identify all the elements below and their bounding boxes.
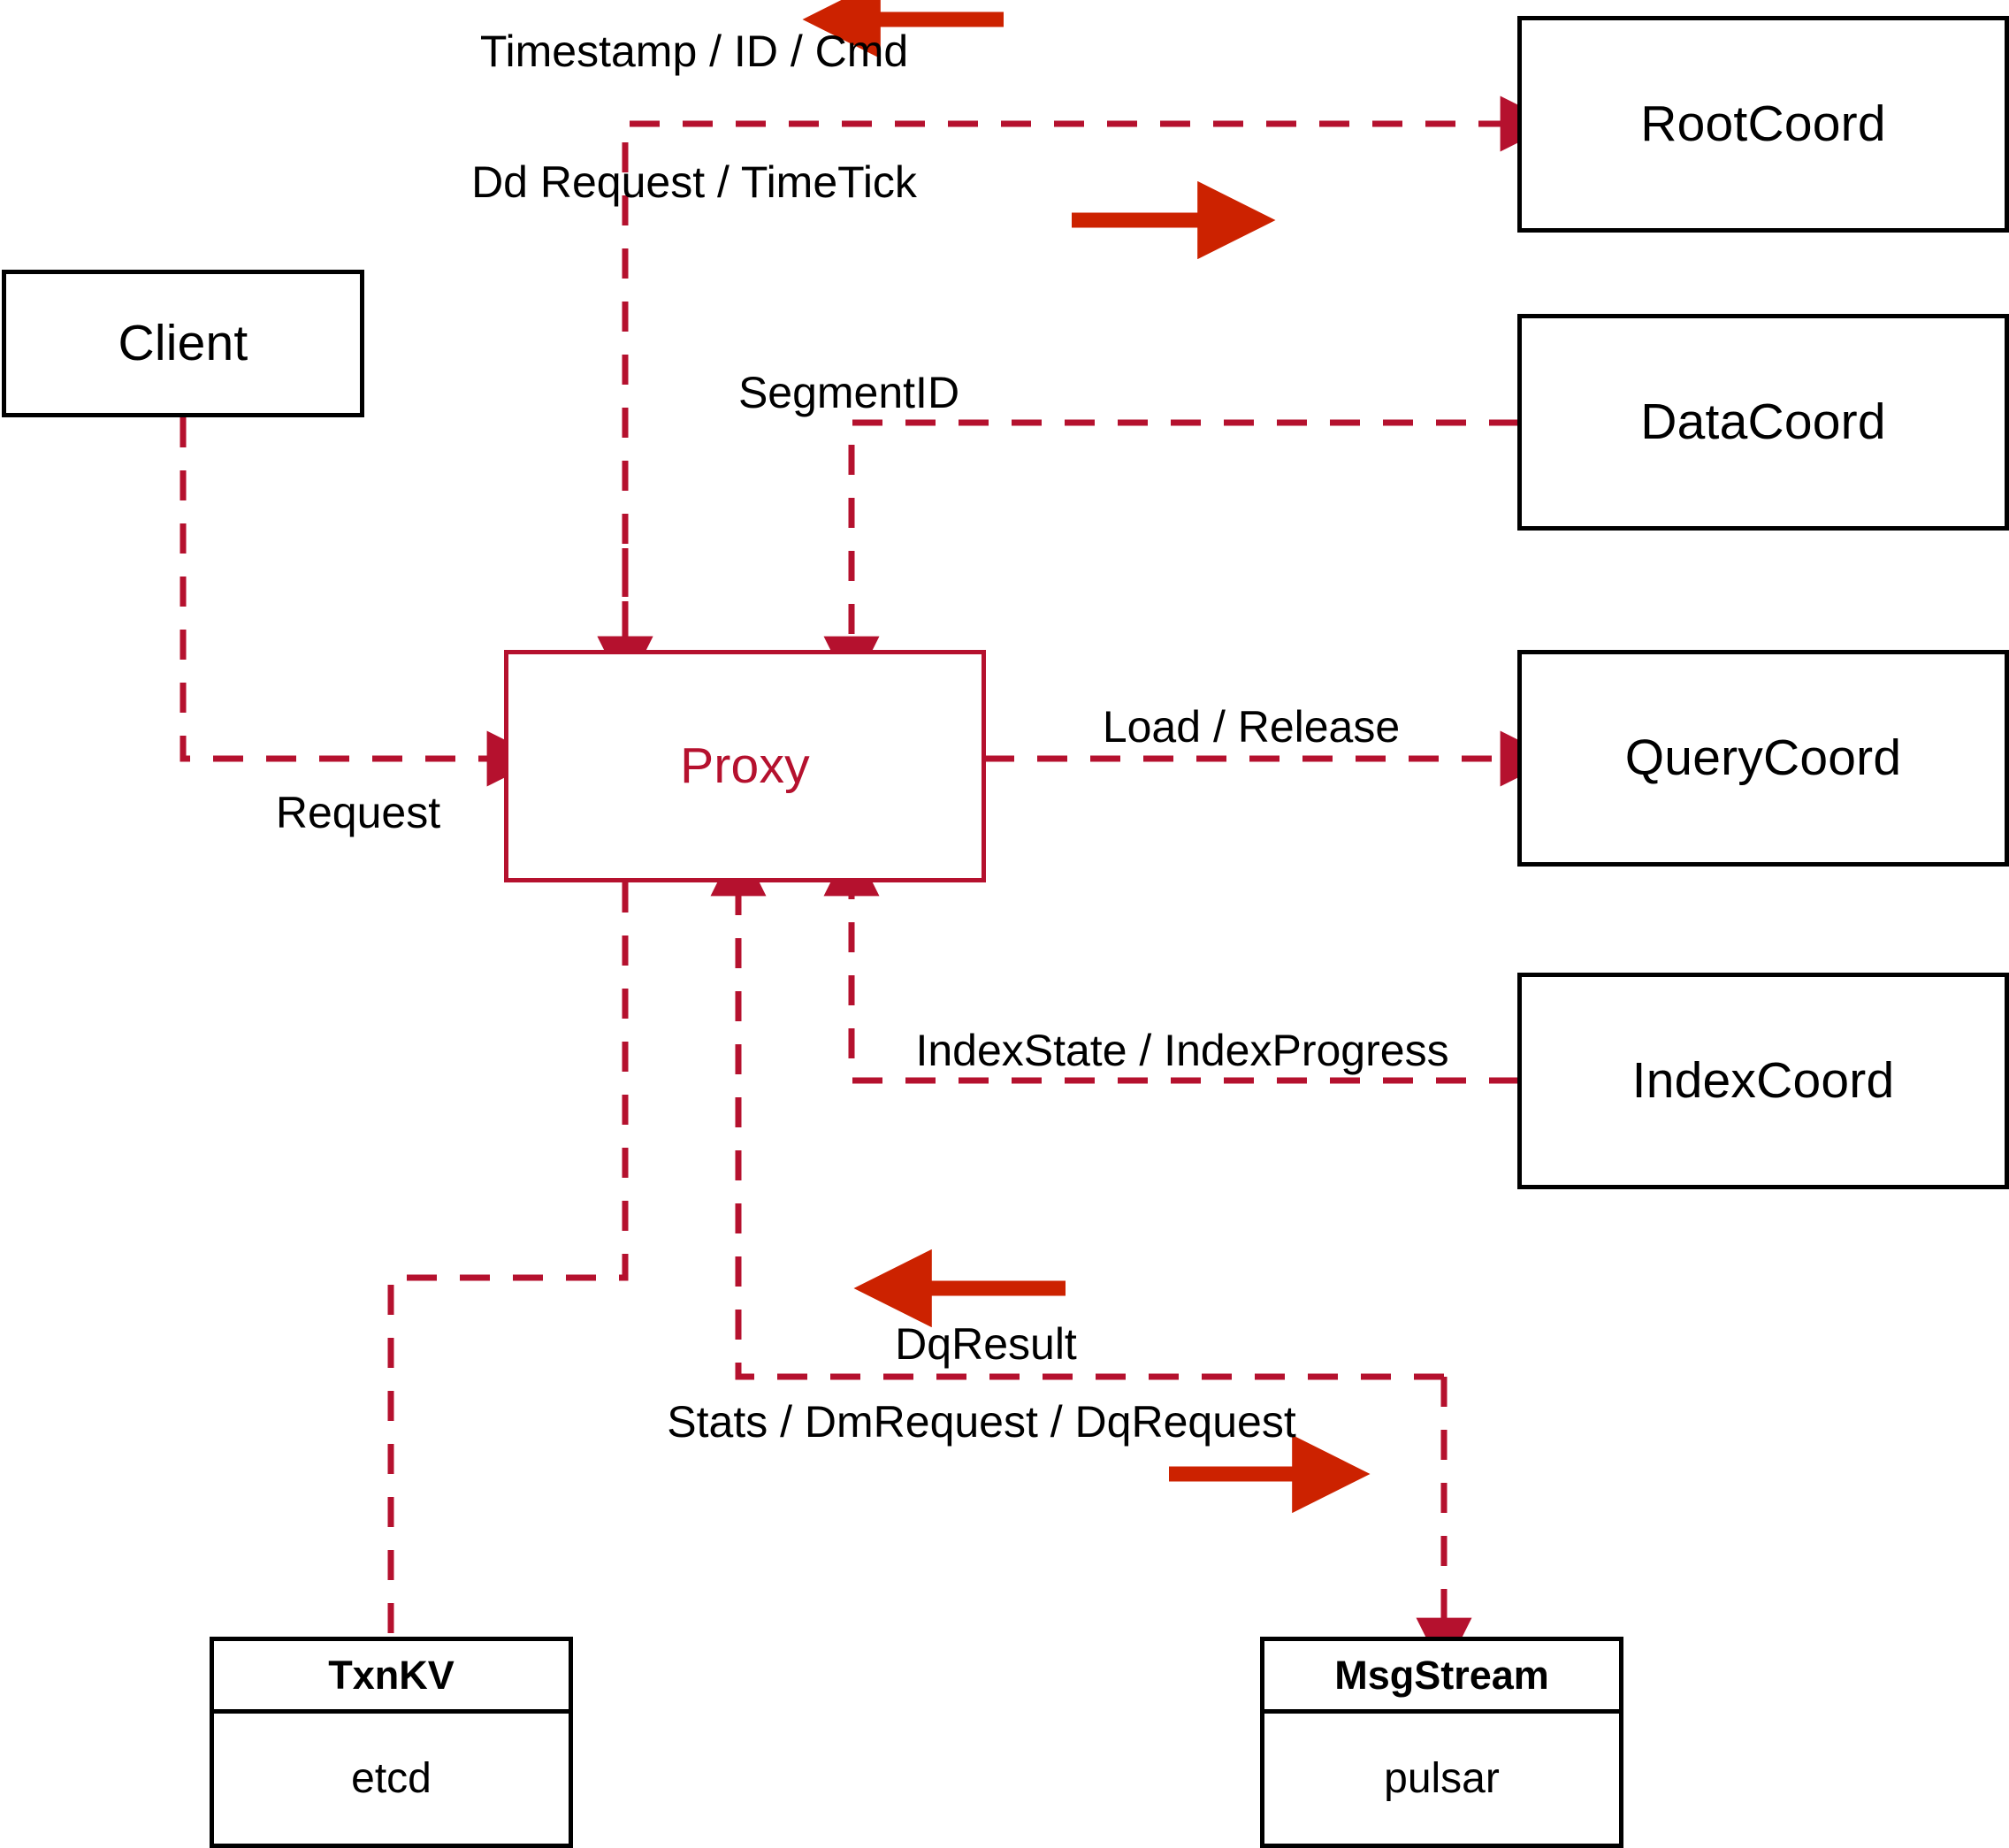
node-txn-kv-header-label: TxnKV	[328, 1652, 455, 1698]
edge-label-dq-result: DqResult	[895, 1319, 1077, 1369]
edge-request	[180, 417, 543, 787]
edge-label-timestamp-id-cmd: Timestamp / ID / Cmd	[479, 27, 909, 76]
edge-label-dd-request-timetick: Dd Request / TimeTick	[471, 157, 917, 207]
node-proxy-label: Proxy	[680, 737, 810, 794]
node-index-coord-label: IndexCoord	[1631, 1052, 1895, 1109]
node-msg-stream-header: MsgStream	[1264, 1641, 1619, 1714]
node-query-coord[interactable]: QueryCoord	[1517, 650, 2009, 867]
node-client-label: Client	[118, 315, 248, 371]
node-data-coord-label: DataCoord	[1640, 393, 1886, 450]
edge-proxy-txnkv	[387, 882, 629, 1637]
node-data-coord[interactable]: DataCoord	[1517, 314, 2009, 531]
edge-label-stats-dm-dq-request: Stats / DmRequest / DqRequest	[667, 1397, 1296, 1447]
node-msg-stream[interactable]: MsgStream pulsar	[1260, 1637, 1623, 1848]
node-msg-stream-body-label: pulsar	[1384, 1755, 1500, 1802]
edge-label-load-release: Load / Release	[1102, 702, 1401, 752]
edge-dd-request-timetick	[622, 95, 1556, 650]
edge-segment-id	[823, 419, 1519, 692]
node-index-coord[interactable]: IndexCoord	[1517, 973, 2009, 1189]
node-txn-kv-body-label: etcd	[351, 1755, 432, 1802]
edge-label-request: Request	[275, 788, 441, 837]
edge-label-segment-id: SegmentID	[737, 368, 960, 417]
node-txn-kv-body: etcd	[214, 1714, 569, 1844]
node-msg-stream-header-label: MsgStream	[1334, 1652, 1549, 1698]
node-proxy[interactable]: Proxy	[504, 650, 986, 882]
edge-index-state-progress	[823, 840, 1519, 1084]
edge-label-index-state-progress: IndexState / IndexProgress	[915, 1026, 1449, 1075]
node-msg-stream-body: pulsar	[1264, 1714, 1619, 1844]
node-txn-kv-header: TxnKV	[214, 1641, 569, 1714]
node-client[interactable]: Client	[2, 270, 364, 417]
node-root-coord-label: RootCoord	[1640, 95, 1886, 152]
node-root-coord[interactable]: RootCoord	[1517, 16, 2009, 233]
node-query-coord-label: QueryCoord	[1624, 729, 1902, 786]
edge-proxy-msgstream-up	[710, 840, 1444, 1380]
node-txn-kv[interactable]: TxnKV etcd	[210, 1637, 573, 1848]
